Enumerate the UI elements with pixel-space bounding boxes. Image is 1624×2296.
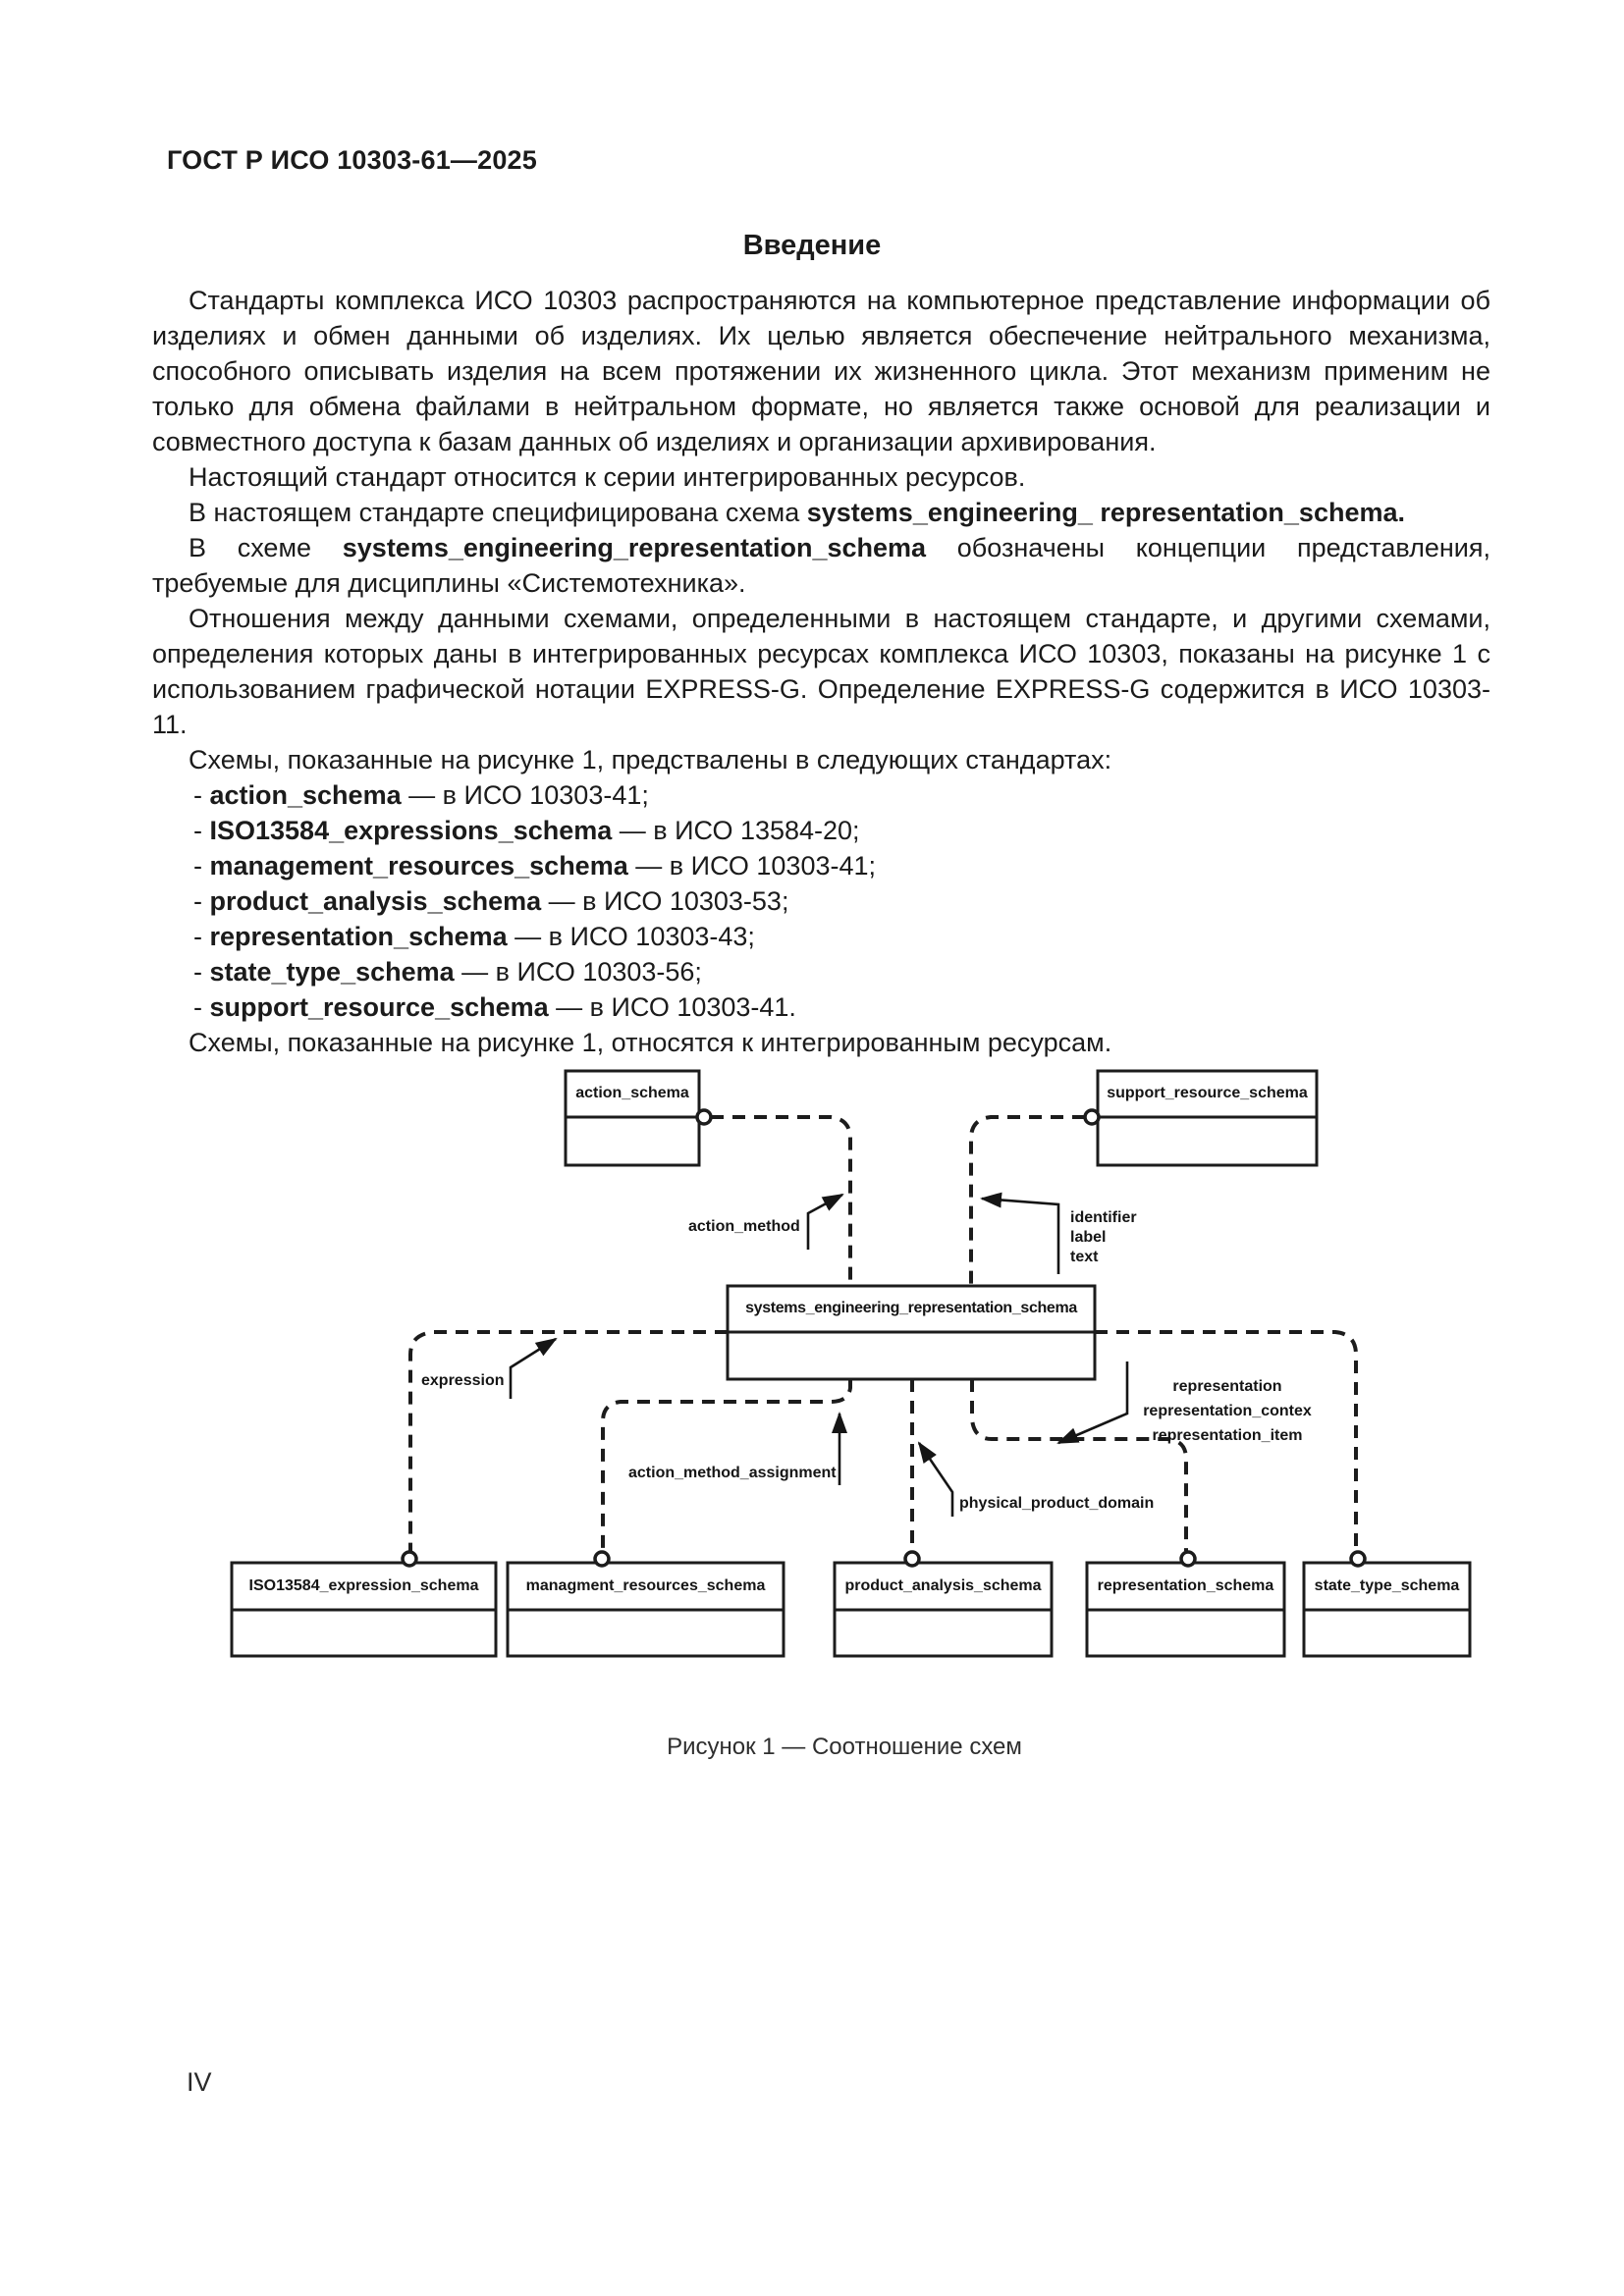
ref-circle-state-type [1349,1550,1367,1568]
connector-central-to-managment [601,1379,852,1551]
paragraph: Схемы, показанные на рисунке 1, относятс… [189,1028,1112,1057]
annotation-physical-product-domain: physical_product_domain [959,1495,1155,1512]
label-action-schema: action_schema [575,1085,689,1102]
ref-circle-product-analysis [903,1550,921,1568]
annotation-representation-items: representation representation_contex rep… [1143,1378,1312,1444]
annotation-identifier-label-text: identifier label text [1070,1209,1137,1265]
list-item: - management_resources_schema — в ИСО 10… [193,851,877,881]
label-systems-engineering-representation-schema: systems_engineering_representation_schem… [745,1300,1077,1317]
paragraph: В схеме systems_engineering_representati… [152,533,1490,598]
list-item: - action_schema — в ИСО 10303-41; [193,780,649,810]
list-item: - representation_schema — в ИСО 10303-43… [193,922,755,951]
connector-central-to-iso13584 [408,1330,728,1551]
ref-circle-managment [593,1550,611,1568]
leader-identifier [980,1192,1060,1274]
leader-action-method [806,1193,844,1250]
label-support-resource-schema: support_resource_schema [1107,1085,1308,1102]
ref-circle-representation [1179,1550,1197,1568]
paragraph: Отношения между данными схемами, определ… [152,604,1490,739]
annotation-action-method-assignment: action_method_assignment [628,1465,837,1481]
leader-representation [1056,1362,1129,1445]
connector-central-to-representation [970,1379,1188,1551]
list-item: - support_resource_schema — в ИСО 10303-… [193,992,796,1022]
doc-number: ГОСТ Р ИСО 10303-61—2025 [167,145,537,175]
annotation-action-method: action_method [688,1218,800,1235]
list-item: - product_analysis_schema — в ИСО 10303-… [193,886,789,916]
connector-action-to-central [711,1115,852,1286]
label-managment-resources-schema: managment_resources_schema [525,1576,766,1594]
paragraph: Схемы, показанные на рисунке 1, предства… [189,745,1112,774]
paragraph: Настоящий стандарт относится к серии инт… [189,462,1026,492]
paragraph: В настоящем стандарте специфицирована сх… [189,498,1406,527]
leader-expression [509,1337,558,1399]
ref-circle-iso13584 [401,1550,418,1568]
paragraph: Стандарты комплекса ИСО 10303 распростра… [152,286,1490,456]
ref-circle-support [1083,1108,1101,1126]
intro-body: Стандарты комплекса ИСО 10303 распростра… [152,283,1490,1060]
page-number: IV [187,2067,212,2097]
page-title: Введение [742,230,882,261]
annotation-expression: expression [421,1372,505,1389]
connector-central-to-state-type [1095,1330,1358,1551]
label-state-type-schema: state_type_schema [1314,1576,1460,1594]
connector-support-to-central [969,1115,1085,1286]
label-representation-schema: representation_schema [1097,1576,1274,1594]
leader-physical-product-domain [917,1441,954,1517]
list-item: - ISO13584_expressions_schema — в ИСО 13… [193,816,860,845]
label-iso13584-expression-schema: ISO13584_expression_schema [248,1576,479,1594]
ref-circle-action [695,1108,713,1126]
list-item: - state_type_schema — в ИСО 10303-56; [193,957,702,987]
label-product-analysis-schema: product_analysis_schema [844,1576,1042,1594]
figure-caption: Рисунок 1 — Соотношение схем [667,1734,1022,1760]
